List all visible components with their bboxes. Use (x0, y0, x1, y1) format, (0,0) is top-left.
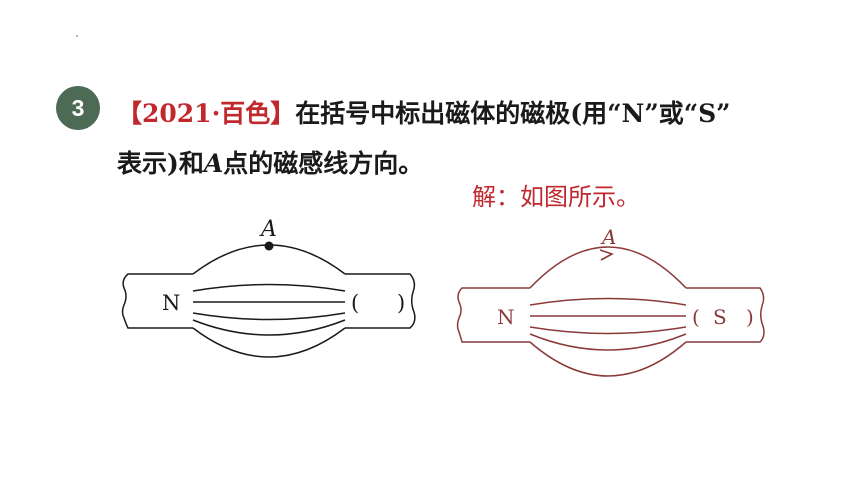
arrow-icon (599, 249, 614, 261)
right-point-label: A (600, 225, 616, 249)
right-pole-s: S (713, 305, 727, 329)
question-source: 【2021·百色】 (117, 99, 296, 128)
answer-text: 解：如图所示。 (472, 183, 640, 211)
question-line-2: 表示)和A点的磁感线方向。 (117, 146, 423, 182)
figure-answer (456, 246, 765, 377)
right-paren-open: ( (692, 305, 700, 329)
answer-line-inner-top (529, 297, 687, 306)
question-text-2b: 点的磁感线方向。 (223, 149, 424, 178)
field-line-inner-top (192, 283, 346, 292)
answer-line-inner-bottom (529, 326, 687, 335)
left-magnet-right (345, 273, 416, 329)
answer-line-outer-bottom (529, 341, 687, 377)
field-line-mid-bottom (192, 319, 346, 336)
left-paren-close: ) (397, 291, 405, 315)
right-pole-n: N (497, 305, 515, 329)
field-line-outer-bottom (192, 327, 346, 358)
point-a-dot (264, 241, 274, 251)
answer-line-outer-top (529, 246, 687, 289)
right-magnet-left (456, 287, 530, 343)
field-line-inner-bottom (192, 312, 346, 321)
answer-line-mid-bottom (529, 333, 687, 351)
right-magnet-right (686, 287, 765, 343)
left-paren-open: ( (351, 291, 359, 315)
right-paren-close: ) (746, 305, 754, 329)
left-magnet-left (121, 273, 193, 329)
left-point-label: A (259, 217, 277, 242)
question-number-badge: 3 (56, 86, 100, 130)
decorative-dot (76, 35, 78, 37)
question-text-1: 在括号中标出磁体的磁极(用“N”或“S” (295, 99, 731, 128)
left-pole-n: N (162, 291, 180, 315)
figure-question (121, 244, 416, 358)
question-point-var: A (203, 149, 224, 178)
question-text-2a: 表示)和 (117, 149, 204, 178)
question-line-1: 【2021·百色】在括号中标出磁体的磁极(用“N”或“S” (117, 96, 731, 132)
